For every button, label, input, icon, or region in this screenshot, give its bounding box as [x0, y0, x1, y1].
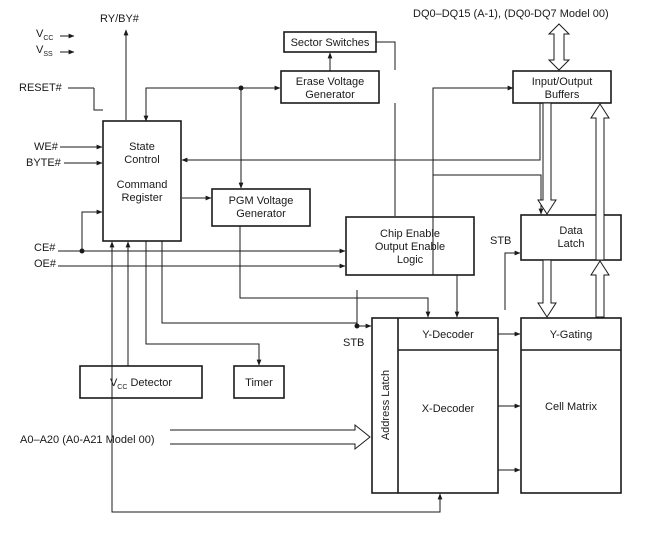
stb-data-wire: [504, 250, 521, 310]
latch-to-io-bus: [590, 103, 610, 261]
cell-matrix-block: Cell Matrix: [545, 401, 597, 413]
io-to-state-wire: [181, 103, 541, 163]
svg-text:PGM Voltage: PGM Voltage: [229, 195, 294, 207]
address-bus-arrow: [170, 423, 371, 451]
svg-text:Address Latch: Address Latch: [380, 370, 392, 440]
ce-to-state: [81, 209, 103, 251]
io-buffers-block: Input/Output Buffers: [512, 70, 612, 104]
pin-vss: VSS: [36, 44, 53, 58]
stb-data-label: STB: [490, 235, 511, 247]
svg-text:State: State: [129, 141, 155, 153]
svg-text:Register: Register: [122, 192, 163, 204]
svg-text:Data: Data: [559, 225, 583, 237]
svg-text:VCC: VCC: [36, 28, 53, 42]
state-control-block: State Control Command Register: [102, 120, 182, 242]
state-to-latch-bottom-wire: [109, 241, 443, 513]
stb-junction: [354, 323, 360, 329]
svg-text:X-Decoder: X-Decoder: [422, 403, 475, 415]
pin-byte: BYTE#: [26, 157, 62, 169]
svg-text:Y-Decoder: Y-Decoder: [422, 329, 474, 341]
svg-text:Generator: Generator: [236, 208, 286, 220]
svg-text:Command: Command: [117, 179, 168, 191]
x-decoder-block: X-Decoder: [422, 403, 475, 415]
svg-text:Latch: Latch: [558, 238, 585, 250]
stb-addr-wire: [356, 290, 372, 329]
reset-wire-to-state: [93, 88, 103, 111]
chip-enable-logic-block: Chip Enable Output Enable Logic: [345, 216, 475, 276]
pin-vcc: VCC: [36, 28, 53, 42]
pin-address: A0–A20 (A0-A21 Model 00): [20, 434, 155, 446]
pin-ce: CE#: [34, 242, 56, 254]
svg-text:Input/Output: Input/Output: [532, 76, 593, 88]
pin-ry-by: RY/BY#: [100, 13, 140, 25]
svg-text:Sector Switches: Sector Switches: [291, 37, 370, 49]
state-to-erase-wire: [145, 85, 281, 121]
svg-text:Output Enable: Output Enable: [375, 241, 445, 253]
timer-block: Timer: [233, 365, 285, 399]
svg-text:VSS: VSS: [36, 44, 53, 58]
svg-text:Generator: Generator: [305, 89, 355, 101]
ygating-to-latch-bus: [590, 260, 610, 318]
state-to-timer-wire: [145, 241, 262, 366]
svg-text:Logic: Logic: [397, 254, 424, 266]
stb-addr-label: STB: [343, 337, 364, 349]
pin-dq: DQ0–DQ15 (A-1), (DQ0-DQ7 Model 00): [413, 8, 609, 20]
svg-text:Cell Matrix: Cell Matrix: [545, 401, 597, 413]
dq-bus-arrow: [547, 23, 571, 71]
sector-to-right: [376, 41, 396, 70]
latch-to-ygating-bus: [537, 259, 557, 318]
sector-switches-block: Sector Switches: [283, 31, 377, 53]
svg-text:Y-Gating: Y-Gating: [550, 329, 592, 341]
svg-text:Control: Control: [124, 154, 159, 166]
state-to-latch-wire: [161, 241, 357, 324]
svg-text:Erase Voltage: Erase Voltage: [296, 76, 365, 88]
pgm-voltage-block: PGM Voltage Generator: [211, 188, 311, 227]
data-latch-block: Data Latch: [520, 214, 622, 261]
erase-voltage-block: Erase Voltage Generator: [280, 70, 380, 104]
y-gating-block: Y-Gating: [520, 317, 622, 494]
pin-we: WE#: [34, 141, 59, 153]
io-to-latch-wire: [433, 174, 544, 215]
vcc-detector-block: VCC Detector: [79, 365, 203, 399]
svg-text:Chip Enable: Chip Enable: [380, 228, 440, 240]
ce-to-io-wire: [432, 85, 514, 275]
io-to-latch-bus: [537, 102, 557, 215]
pin-oe: OE#: [34, 258, 57, 270]
svg-text:Buffers: Buffers: [545, 89, 580, 101]
svg-text:Timer: Timer: [245, 377, 273, 389]
pin-reset: RESET#: [19, 82, 63, 94]
